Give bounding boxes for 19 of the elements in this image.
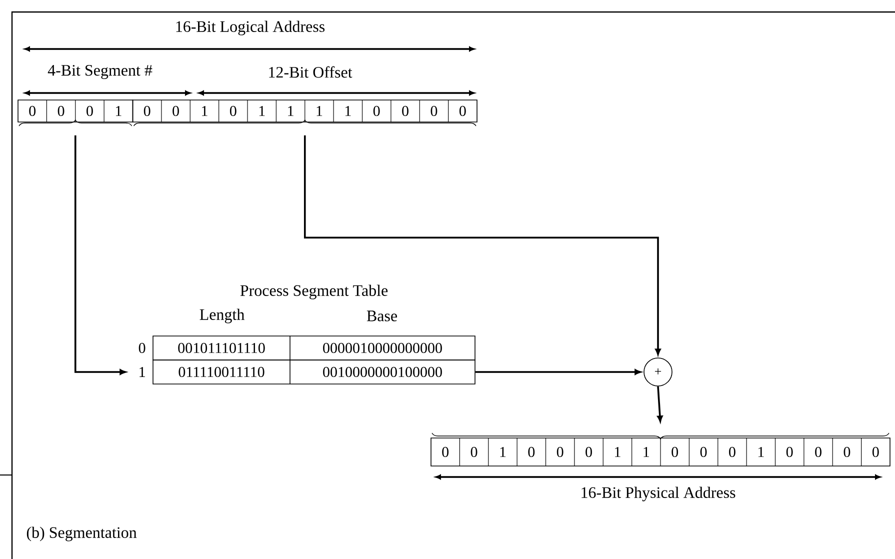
bit-register: 0 0 1 0 0 0 1 1 0 0 0 1 0 0 0 0 <box>430 432 890 466</box>
row-number: 1 <box>140 367 145 377</box>
label: 16-Bit Physical Address <box>582 486 736 502</box>
bit-register: 0 0 0 1 <box>18 100 134 126</box>
label: 16-Bit Logical Address <box>176 20 325 36</box>
label: Length <box>200 308 244 324</box>
label: 12-Bit Offset <box>269 66 352 78</box>
table-row: 001011101110 0000010000000000 <box>152 336 476 360</box>
label: 4-Bit Segment # <box>48 64 152 80</box>
arrow <box>657 386 663 422</box>
row-number: 0 <box>138 342 146 354</box>
arrow <box>475 369 641 375</box>
label: Base <box>366 310 397 322</box>
table-row: 011110011110 0010000000100000 <box>152 360 476 384</box>
caption: (b) Segmentation <box>26 526 137 542</box>
arrow <box>74 135 126 375</box>
label: Process Segment Table <box>240 284 388 300</box>
bit-register: 0 0 1 0 1 1 1 1 0 0 0 0 <box>132 100 478 126</box>
arrow <box>304 135 661 355</box>
